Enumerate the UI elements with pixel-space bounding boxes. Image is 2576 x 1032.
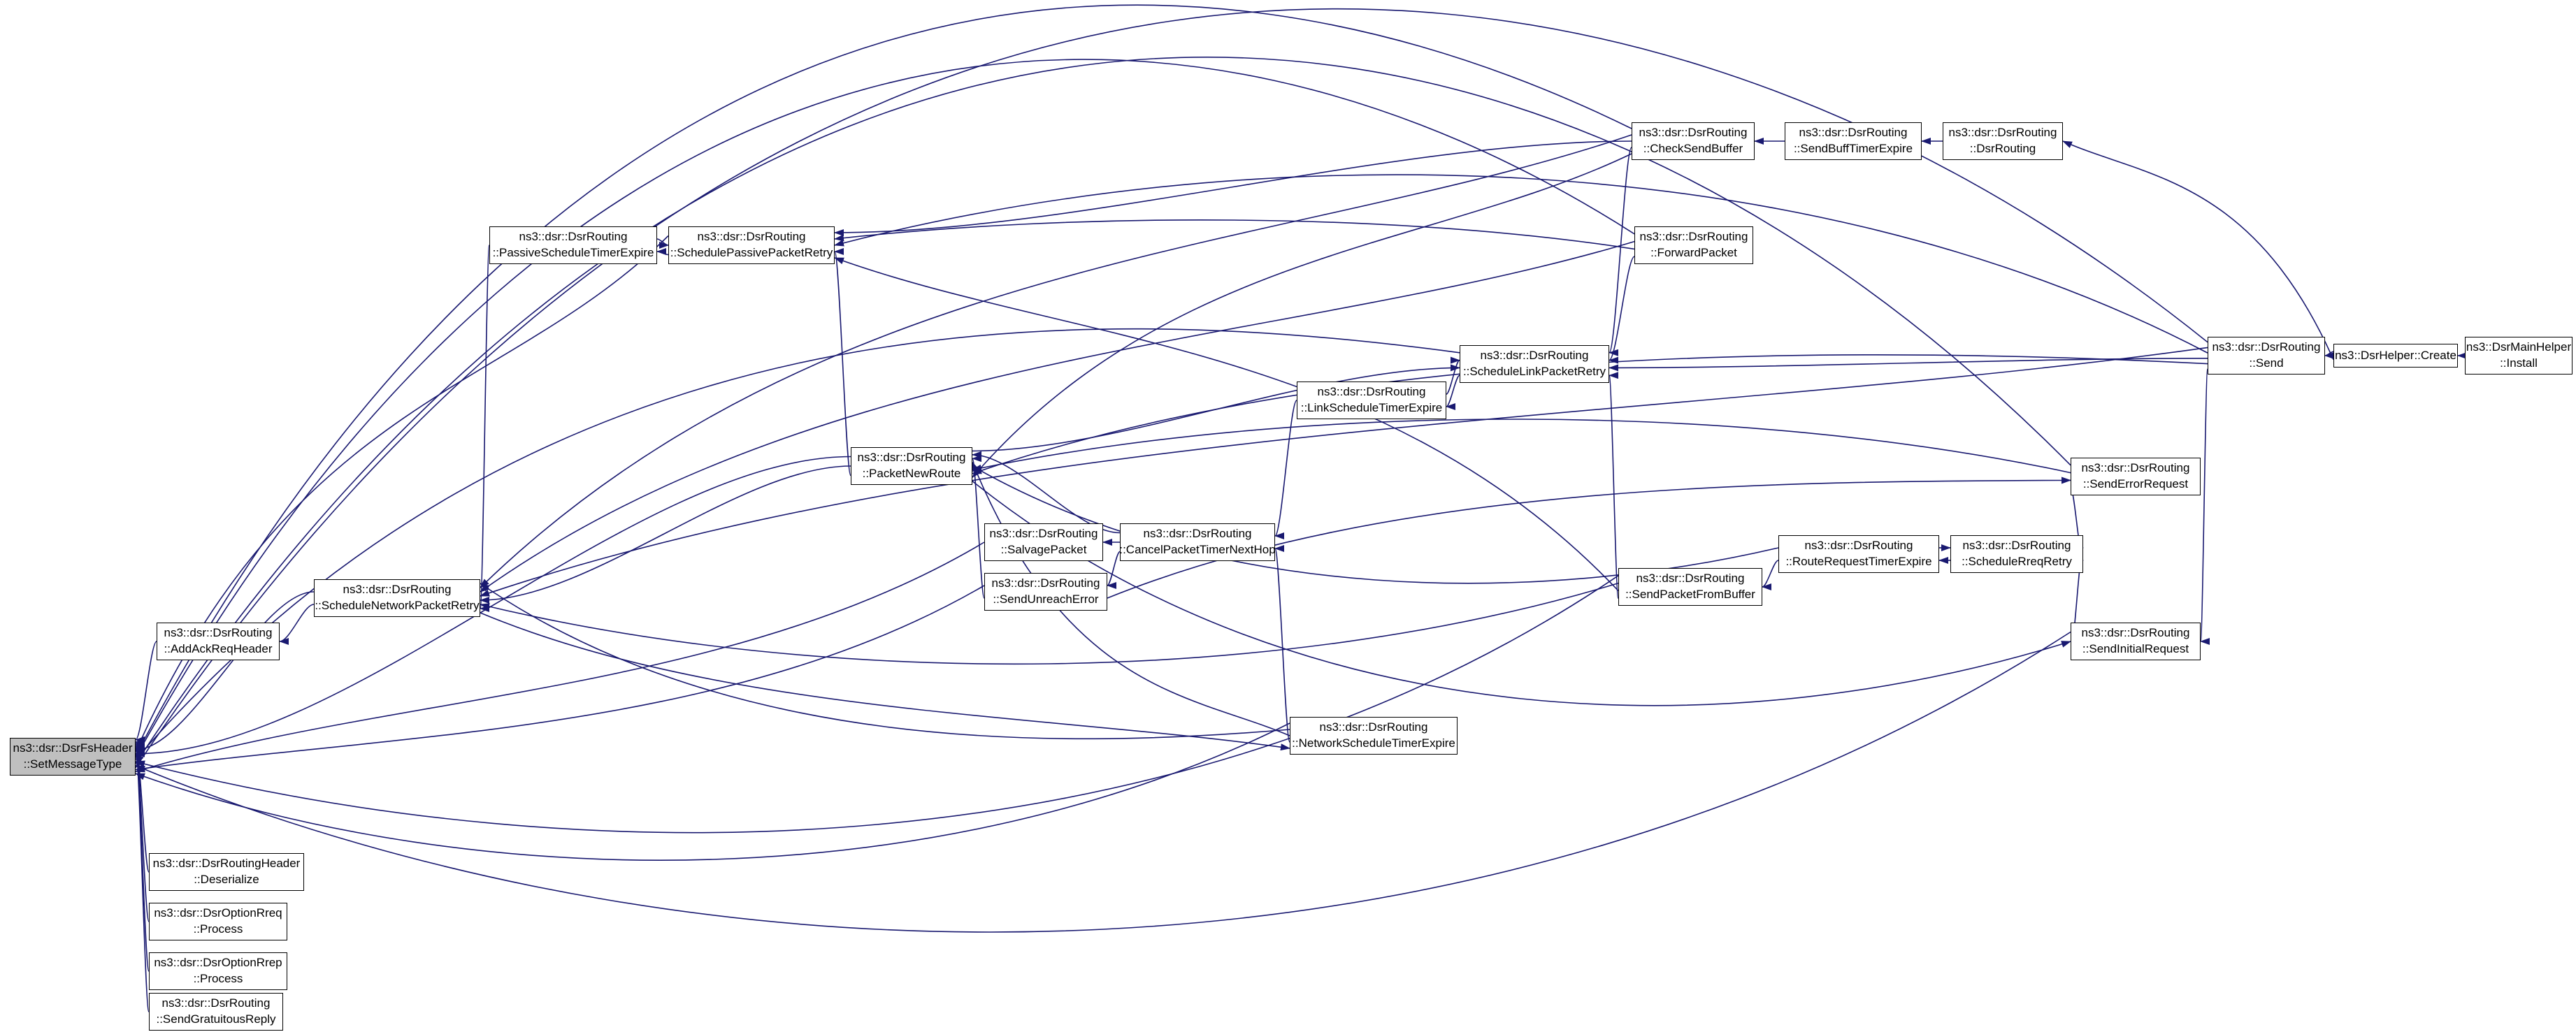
- node-check-send-buffer[interactable]: ns3::dsr::DsrRouting ::CheckSendBuffer: [1632, 122, 1755, 160]
- node-send-initial-request[interactable]: ns3::dsr::DsrRouting ::SendInitialReques…: [2071, 623, 2201, 660]
- node-cancel-packet-timer-next-hop[interactable]: ns3::dsr::DsrRouting ::CancelPacketTimer…: [1119, 523, 1276, 561]
- node-schedule-rreq-retry[interactable]: ns3::dsr::DsrRouting ::ScheduleRreqRetry: [1950, 535, 2083, 573]
- node-schedule-network-packet-retry[interactable]: ns3::dsr::DsrRouting ::ScheduleNetworkPa…: [314, 579, 480, 617]
- node-send-buff-timer-expire[interactable]: ns3::dsr::DsrRouting ::SendBuffTimerExpi…: [1785, 122, 1922, 160]
- node-packet-new-route[interactable]: ns3::dsr::DsrRouting ::PacketNewRoute: [851, 447, 972, 485]
- node-send[interactable]: ns3::dsr::DsrRouting ::Send: [2208, 337, 2325, 375]
- node-add-ack-req-header[interactable]: ns3::dsr::DsrRouting ::AddAckReqHeader: [157, 623, 280, 660]
- node-dsr-routing-constructor[interactable]: ns3::dsr::DsrRouting ::DsrRouting: [1943, 122, 2063, 160]
- node-send-gratuitous-reply[interactable]: ns3::dsr::DsrRouting ::SendGratuitousRep…: [149, 993, 283, 1031]
- node-rrep-process[interactable]: ns3::dsr::DsrOptionRrep ::Process: [149, 952, 287, 990]
- node-set-message-type[interactable]: ns3::dsr::DsrFsHeader ::SetMessageType: [10, 738, 136, 776]
- node-network-schedule-timer-expire[interactable]: ns3::dsr::DsrRouting ::NetworkScheduleTi…: [1290, 717, 1458, 755]
- node-schedule-passive-packet-retry[interactable]: ns3::dsr::DsrRouting ::SchedulePassivePa…: [668, 226, 835, 264]
- node-link-schedule-timer-expire[interactable]: ns3::dsr::DsrRouting ::LinkScheduleTimer…: [1297, 381, 1446, 419]
- node-send-error-request[interactable]: ns3::dsr::DsrRouting ::SendErrorRequest: [2071, 458, 2201, 495]
- node-send-unreach-error[interactable]: ns3::dsr::DsrRouting ::SendUnreachError: [984, 573, 1107, 611]
- node-forward-packet[interactable]: ns3::dsr::DsrRouting ::ForwardPacket: [1634, 226, 1753, 264]
- node-deserialize[interactable]: ns3::dsr::DsrRoutingHeader ::Deserialize: [149, 853, 304, 891]
- node-dsr-main-helper-install[interactable]: ns3::DsrMainHelper ::Install: [2465, 337, 2573, 375]
- node-dsr-helper-create[interactable]: ns3::DsrHelper::Create: [2333, 344, 2458, 368]
- node-passive-schedule-timer-expire[interactable]: ns3::dsr::DsrRouting ::PassiveScheduleTi…: [489, 226, 657, 264]
- node-rreq-process[interactable]: ns3::dsr::DsrOptionRreq ::Process: [149, 903, 287, 940]
- node-send-packet-from-buffer[interactable]: ns3::dsr::DsrRouting ::SendPacketFromBuf…: [1618, 568, 1762, 606]
- node-salvage-packet[interactable]: ns3::dsr::DsrRouting ::SalvagePacket: [984, 523, 1103, 561]
- node-schedule-link-packet-retry[interactable]: ns3::dsr::DsrRouting ::ScheduleLinkPacke…: [1460, 345, 1609, 383]
- node-route-request-timer-expire[interactable]: ns3::dsr::DsrRouting ::RouteRequestTimer…: [1778, 535, 1939, 573]
